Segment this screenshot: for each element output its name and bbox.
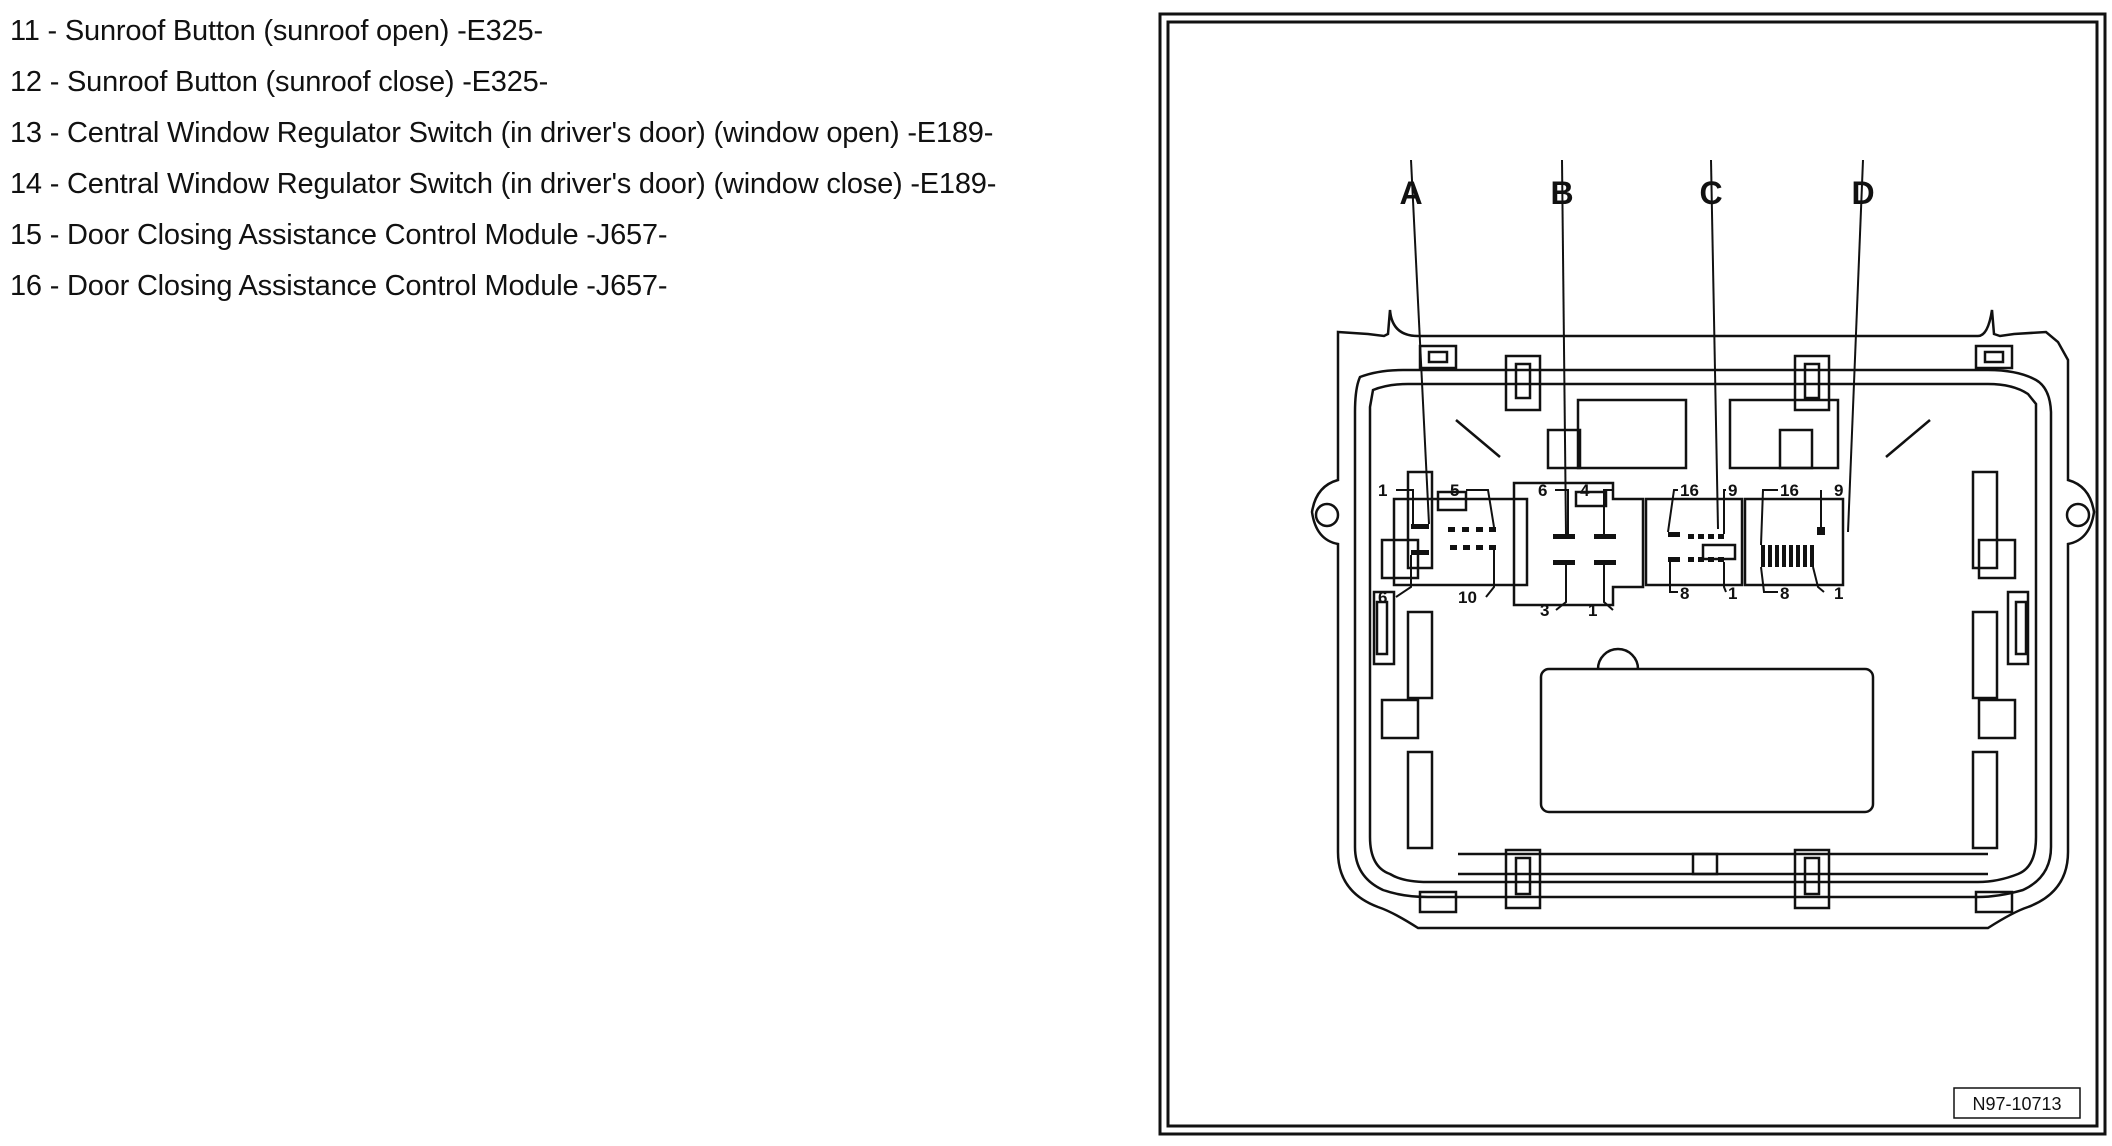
pin-label: 1	[1834, 584, 1843, 603]
pin-label: 1	[1378, 481, 1387, 500]
connector-label-b: B	[1550, 175, 1573, 211]
legend-item: 15 - Door Closing Assistance Control Mod…	[10, 219, 668, 251]
connector-label-d: D	[1851, 175, 1874, 211]
connector-label-a: A	[1399, 175, 1422, 211]
pin-label: 10	[1458, 588, 1477, 607]
connector-label-c: C	[1699, 175, 1722, 211]
figure-outer-frame	[1158, 12, 2107, 1136]
pin-label: 1	[1728, 584, 1737, 603]
figure-reference-number: N97-10713	[1972, 1094, 2061, 1114]
leader-lines	[1395, 159, 1864, 611]
legend-item: 11 - Sunroof Button (sunroof open) -E325…	[10, 15, 543, 47]
connector-a-housing	[1392, 497, 1529, 587]
pin-label: 4	[1580, 481, 1590, 500]
connector-c-housing	[1644, 497, 1744, 587]
legend-list: 11 - Sunroof Button (sunroof open) -E325…	[10, 6, 996, 312]
connector-housings	[1392, 481, 1845, 607]
pin-label: 16	[1680, 481, 1699, 500]
pin-label: 6	[1378, 588, 1387, 607]
connector-b-housing	[1512, 481, 1645, 607]
pin-label: 16	[1780, 481, 1799, 500]
legend-item: 13 - Central Window Regulator Switch (in…	[10, 117, 994, 149]
legend-item: 16 - Door Closing Assistance Control Mod…	[10, 270, 668, 302]
connector-d-housing	[1743, 497, 1845, 587]
pin-label: 9	[1728, 481, 1737, 500]
pin-label: 3	[1540, 601, 1549, 620]
figure-inner-frame	[1166, 20, 2099, 1128]
pin-label: 6	[1538, 481, 1547, 500]
legend-item: 14 - Central Window Regulator Switch (in…	[10, 168, 997, 200]
pin-label: 1	[1588, 601, 1597, 620]
figure-reference-box	[1953, 1087, 2081, 1119]
module-diagram: A B C D 1 5 6 10 6 4 3 1 16 9 8 1 16 9 8…	[1158, 12, 2107, 1136]
pin-label: 8	[1680, 584, 1689, 603]
pin-label: 9	[1834, 481, 1843, 500]
connector-diagram-figure: A B C D 1 5 6 10 6 4 3 1 16 9 8 1 16 9 8…	[1158, 12, 2107, 1136]
module-housing	[1310, 309, 2096, 930]
connector-pins	[1411, 524, 1825, 567]
pin-label: 8	[1780, 584, 1789, 603]
legend-item: 12 - Sunroof Button (sunroof close) -E32…	[10, 66, 549, 98]
pin-label: 5	[1450, 481, 1459, 500]
